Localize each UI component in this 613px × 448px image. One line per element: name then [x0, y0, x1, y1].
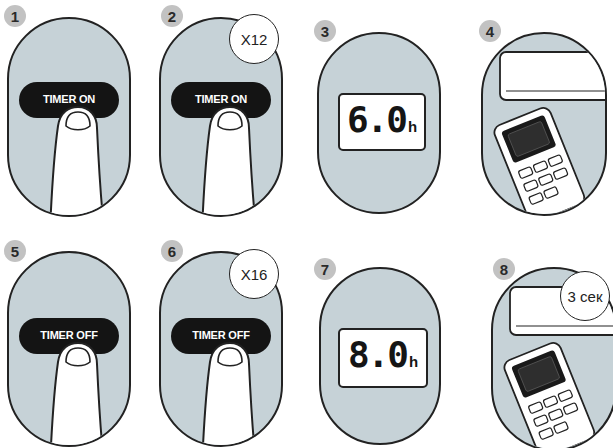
node-label: 4: [486, 23, 494, 40]
pressing-finger: [202, 107, 256, 215]
duration-badge: 3 сек: [560, 271, 610, 321]
step-number: 4: [479, 20, 501, 42]
lcd-display: 6.0h: [338, 93, 426, 151]
node-label: TIMER OFF: [40, 329, 97, 341]
pressing-finger: [50, 107, 104, 215]
step-number: 7: [314, 258, 336, 280]
ac-vent: [506, 90, 605, 91]
ac-unit: [500, 52, 605, 100]
finger-art: [50, 343, 104, 445]
node-label: TIMER OFF: [192, 329, 249, 341]
lcd-unit: h: [408, 118, 417, 135]
step-panel: [318, 33, 440, 213]
remote-key: [548, 155, 563, 167]
node-label: 3: [321, 23, 329, 40]
step-number: 2: [161, 5, 183, 27]
remote-key: [518, 166, 533, 178]
node-label: 2: [168, 8, 176, 25]
lcd-unit: h: [409, 353, 418, 370]
step-number: 5: [4, 240, 26, 262]
timer-button: TIMER ON: [171, 82, 271, 118]
remote-screen-inner: [508, 121, 550, 157]
lcd-display: 8.0h: [338, 328, 428, 388]
finger-outline: [50, 107, 104, 215]
lcd-value: 8.0: [348, 334, 407, 375]
step-panel: [320, 268, 440, 444]
remote-key: [533, 160, 548, 172]
timer-button: TIMER ON: [19, 82, 119, 118]
node-label: TIMER ON: [195, 93, 247, 105]
finger-art: [202, 343, 256, 445]
remote-key: [538, 173, 553, 185]
node-label: 1: [11, 8, 19, 25]
timer-button: TIMER OFF: [19, 318, 119, 354]
step-number: 1: [4, 5, 26, 27]
step-panel: [8, 18, 130, 216]
finger-art: [50, 107, 104, 215]
node-label: 3 сек: [568, 288, 603, 305]
node-label: 8: [500, 261, 508, 278]
remote-body: [492, 106, 587, 214]
step-panel: [8, 252, 130, 446]
remote-key: [529, 192, 544, 204]
repeat-badge: X12: [229, 14, 279, 64]
node-label: TIMER ON: [43, 93, 95, 105]
remote-key: [523, 179, 538, 191]
node-label: X16: [241, 266, 268, 283]
remote-key: [543, 186, 558, 198]
repeat-badge: X16: [229, 249, 279, 299]
node-label: 6: [168, 243, 176, 260]
node-label: 7: [321, 261, 329, 278]
node-label: X12: [241, 31, 268, 48]
finger-art: [202, 107, 256, 215]
step-number: 3: [314, 20, 336, 42]
remote-control: [492, 106, 587, 214]
pressing-finger: [202, 343, 256, 445]
pressing-finger: [50, 343, 104, 445]
ac-and-remote: [492, 52, 605, 214]
timer-button: TIMER OFF: [171, 318, 271, 354]
step-number: 8: [493, 258, 515, 280]
lcd-value: 6.0: [347, 99, 406, 140]
remote-key: [553, 167, 568, 179]
remote-screen: [501, 115, 556, 164]
node-label: 5: [11, 243, 19, 260]
step-number: 6: [161, 240, 183, 262]
ac-remote-art: [492, 52, 605, 214]
step-panel: [160, 252, 282, 446]
finger-nail: [66, 112, 90, 130]
